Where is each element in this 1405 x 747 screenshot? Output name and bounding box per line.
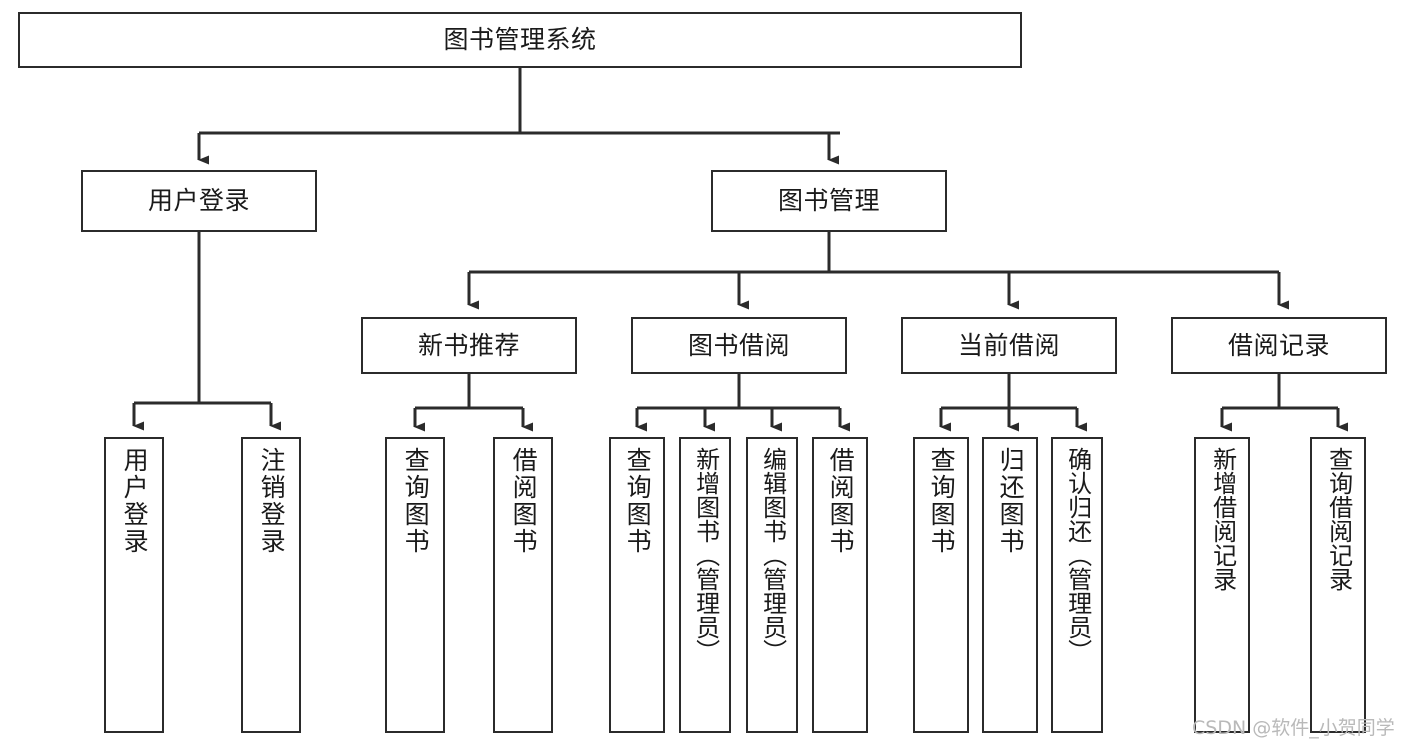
node-leaf-return-book-label: 归还图书 bbox=[996, 447, 1026, 555]
node-leaf-query-book-2-label: 查询图书 bbox=[623, 447, 653, 555]
node-user-login-label: 用户登录 bbox=[147, 186, 250, 216]
node-leaf-return-book[interactable]: 归还图书 bbox=[982, 437, 1038, 733]
node-leaf-confirm-return-label: 确认归还（管理员） bbox=[1063, 447, 1092, 663]
node-leaf-add-book[interactable]: 新增图书（管理员） bbox=[679, 437, 731, 733]
node-leaf-borrow-book-1-label: 借阅图书 bbox=[509, 447, 539, 555]
node-borrow-record[interactable]: 借阅记录 bbox=[1171, 317, 1387, 374]
node-leaf-edit-book-label: 编辑图书（管理员） bbox=[758, 447, 787, 663]
node-leaf-query-book-3[interactable]: 查询图书 bbox=[913, 437, 969, 733]
node-root-label: 图书管理系统 bbox=[443, 25, 597, 55]
node-borrow-record-label: 借阅记录 bbox=[1227, 330, 1330, 360]
node-leaf-add-book-label: 新增图书（管理员） bbox=[691, 447, 720, 663]
node-root[interactable]: 图书管理系统 bbox=[18, 12, 1022, 68]
node-leaf-add-record-label: 新增借阅记录 bbox=[1208, 447, 1237, 591]
node-book-manage[interactable]: 图书管理 bbox=[711, 170, 947, 232]
node-leaf-borrow-book-2-label: 借阅图书 bbox=[826, 447, 856, 555]
node-user-login[interactable]: 用户登录 bbox=[81, 170, 317, 232]
node-leaf-query-book-1[interactable]: 查询图书 bbox=[385, 437, 445, 733]
node-book-manage-label: 图书管理 bbox=[777, 186, 880, 216]
node-leaf-query-record[interactable]: 查询借阅记录 bbox=[1310, 437, 1366, 733]
node-new-book-recommend-label: 新书推荐 bbox=[417, 330, 520, 360]
node-leaf-borrow-book-1[interactable]: 借阅图书 bbox=[493, 437, 553, 733]
node-leaf-user-login-label: 用户登录 bbox=[120, 447, 150, 555]
node-book-borrow[interactable]: 图书借阅 bbox=[631, 317, 847, 374]
node-leaf-confirm-return[interactable]: 确认归还（管理员） bbox=[1051, 437, 1103, 733]
node-new-book-recommend[interactable]: 新书推荐 bbox=[361, 317, 577, 374]
node-book-borrow-label: 图书借阅 bbox=[687, 330, 790, 360]
node-leaf-query-book-1-label: 查询图书 bbox=[401, 447, 431, 555]
csdn-watermark: CSDN @软件_小贺同学 bbox=[1192, 717, 1395, 739]
node-leaf-add-record[interactable]: 新增借阅记录 bbox=[1194, 437, 1250, 733]
node-leaf-query-book-3-label: 查询图书 bbox=[927, 447, 957, 555]
node-current-borrow[interactable]: 当前借阅 bbox=[901, 317, 1117, 374]
node-leaf-query-book-2[interactable]: 查询图书 bbox=[609, 437, 665, 733]
node-leaf-edit-book[interactable]: 编辑图书（管理员） bbox=[746, 437, 798, 733]
node-leaf-logout-login-label: 注销登录 bbox=[257, 447, 287, 555]
node-leaf-user-login[interactable]: 用户登录 bbox=[104, 437, 164, 733]
node-leaf-query-record-label: 查询借阅记录 bbox=[1324, 447, 1353, 591]
node-leaf-logout-login[interactable]: 注销登录 bbox=[241, 437, 301, 733]
node-current-borrow-label: 当前借阅 bbox=[957, 330, 1060, 360]
node-leaf-borrow-book-2[interactable]: 借阅图书 bbox=[812, 437, 868, 733]
